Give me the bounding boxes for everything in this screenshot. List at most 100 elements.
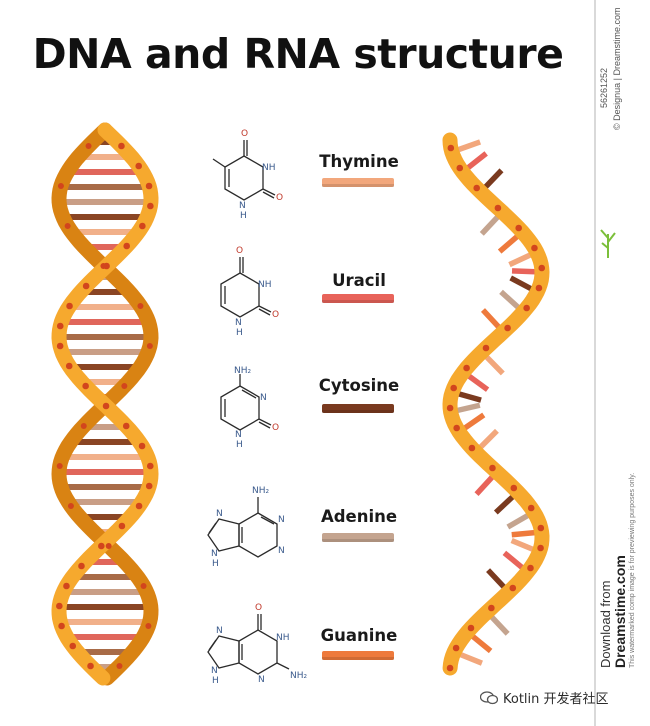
- dna-phosphate-dot: [102, 402, 110, 410]
- dna-phosphate-dot: [118, 522, 126, 530]
- dna-base-pair: [70, 439, 140, 445]
- dna-phosphate-dot: [63, 582, 70, 590]
- swatch-uracil: [322, 294, 394, 303]
- thymine-atom-o-right: O: [276, 193, 283, 203]
- dna-base-pair: [68, 304, 142, 310]
- cytosine-atom-n-bottom: N: [235, 430, 242, 440]
- dna-phosphate-dot: [135, 162, 143, 170]
- dna-base-pair: [61, 484, 149, 490]
- dna-base-pair: [62, 214, 148, 220]
- uracil-atom-n-bottom: N: [235, 318, 242, 328]
- rna-phosphate-dot: [537, 544, 544, 552]
- dna-phosphate-dot: [105, 543, 112, 549]
- dna-base-pair: [71, 229, 139, 235]
- guanine-atom-n-left-top: N: [216, 626, 223, 636]
- swatch-shadow-cytosine: [322, 410, 394, 413]
- dna-phosphate-dot: [56, 602, 63, 610]
- label-thymine: Thymine: [319, 152, 399, 171]
- dna-base-pair: [61, 349, 149, 355]
- swatch-adenine: [322, 533, 394, 542]
- dna-phosphate-dot: [118, 142, 125, 150]
- adenine-atom-n-right-top: N: [278, 515, 285, 525]
- dna-phosphate-dot: [123, 242, 130, 250]
- rna-phosphate-dot: [538, 264, 546, 272]
- watermark-download: Download from: [598, 580, 613, 668]
- rna-phosphate-dot: [447, 144, 455, 152]
- adenine-atom-n-right-bottom: N: [278, 546, 285, 556]
- rna-phosphate-dot: [446, 404, 454, 412]
- dna-base-pair: [92, 139, 118, 145]
- dna-phosphate-dot: [146, 343, 153, 349]
- dna-base-pair: [84, 244, 126, 250]
- watermark-site: Dreamstime.com: [612, 555, 628, 668]
- dna-base-pair: [59, 469, 151, 475]
- label-uracil: Uracil: [332, 271, 386, 290]
- dna-base-pair: [77, 649, 133, 655]
- guanine-atom-n-right-bottom: N: [258, 675, 265, 685]
- cytosine-atom-n-right: N: [260, 393, 267, 403]
- thymine-molecule: [212, 140, 276, 201]
- label-cytosine: Cytosine: [318, 376, 400, 395]
- guanine-atom-o-top: O: [255, 603, 262, 613]
- swatch-guanine: [322, 651, 394, 660]
- uracil-atom-nh: NH: [258, 280, 272, 290]
- watermark-id: 56261252: [599, 67, 609, 108]
- cytosine-molecule: [220, 374, 272, 431]
- cytosine-atom-o-right: O: [272, 423, 279, 433]
- rna-phosphate-dot: [488, 604, 495, 612]
- dna-phosphate-dot: [121, 383, 128, 389]
- guanine-molecule: [207, 614, 290, 675]
- uracil-atom-o-right: O: [272, 310, 279, 320]
- swatch-cytosine: [322, 404, 394, 413]
- dna-base-pair: [82, 424, 128, 430]
- adenine-atom-n-left-top: N: [216, 509, 223, 519]
- rna-phosphate-dot: [463, 364, 470, 372]
- swatch-shadow-uracil: [322, 300, 394, 303]
- dna-base-pair: [94, 529, 116, 535]
- swatch-thymine: [322, 178, 394, 187]
- swatch-shadow-guanine: [322, 657, 394, 660]
- rna-phosphate-dot: [467, 624, 475, 632]
- page-title: DNA and RNA structure: [32, 30, 564, 78]
- adenine-atom-nh2: NH₂: [252, 486, 270, 496]
- dna-phosphate-dot: [69, 642, 77, 650]
- dna-base-pair: [68, 499, 142, 505]
- guanine-atom-h-bottom: H: [212, 676, 219, 686]
- dna-phosphate-dot: [137, 303, 144, 309]
- wechat-icon: [479, 691, 499, 709]
- dna-base-pair: [80, 289, 130, 295]
- adenine-atom-n-bottom: N: [211, 549, 218, 559]
- dna-base-pair: [62, 454, 148, 460]
- dna-base-pair: [72, 574, 138, 580]
- dna-phosphate-dot: [67, 503, 74, 509]
- rna-single-strand: [442, 132, 550, 676]
- dna-phosphate-dot: [56, 322, 64, 330]
- rna-phosphate-dot: [527, 564, 534, 572]
- rna-phosphate-dot: [446, 664, 454, 672]
- dna-rna-illustration: O NH O N H O NH O N H: [51, 122, 550, 686]
- rna-phosphate-dot: [515, 224, 522, 232]
- dna-phosphate-dot: [57, 183, 64, 189]
- guanine-atom-nh2: NH₂: [290, 671, 308, 681]
- dna-phosphate-dot: [64, 223, 71, 229]
- dna-phosphate-dot: [145, 623, 152, 629]
- dna-base-pair: [69, 364, 141, 370]
- cytosine-atom-h-bottom: H: [236, 440, 243, 450]
- dna-double-helix: [51, 122, 159, 686]
- thymine-atom-h-bottom: H: [240, 211, 247, 221]
- rna-phosphate-dot: [494, 204, 502, 212]
- uracil-atom-o-top: O: [236, 246, 243, 256]
- dna-phosphate-dot: [56, 342, 64, 350]
- watermark-column: 56261252 © Designua | Dreamstime.com Dow…: [596, 0, 650, 726]
- dna-phosphate-dot: [145, 182, 153, 190]
- dna-phosphate-dot: [78, 562, 85, 570]
- dna-base-pair: [59, 199, 151, 205]
- footer-watermark: Kotlin 开发者社区: [479, 688, 609, 709]
- dna-phosphate-dot: [100, 263, 107, 269]
- rna-phosphate-dot: [453, 424, 460, 432]
- rna-phosphate-dot: [535, 284, 543, 292]
- footer-watermark-text: Kotlin 开发者社区: [503, 692, 609, 707]
- label-guanine: Guanine: [320, 626, 398, 645]
- dna-base-pair: [81, 379, 129, 385]
